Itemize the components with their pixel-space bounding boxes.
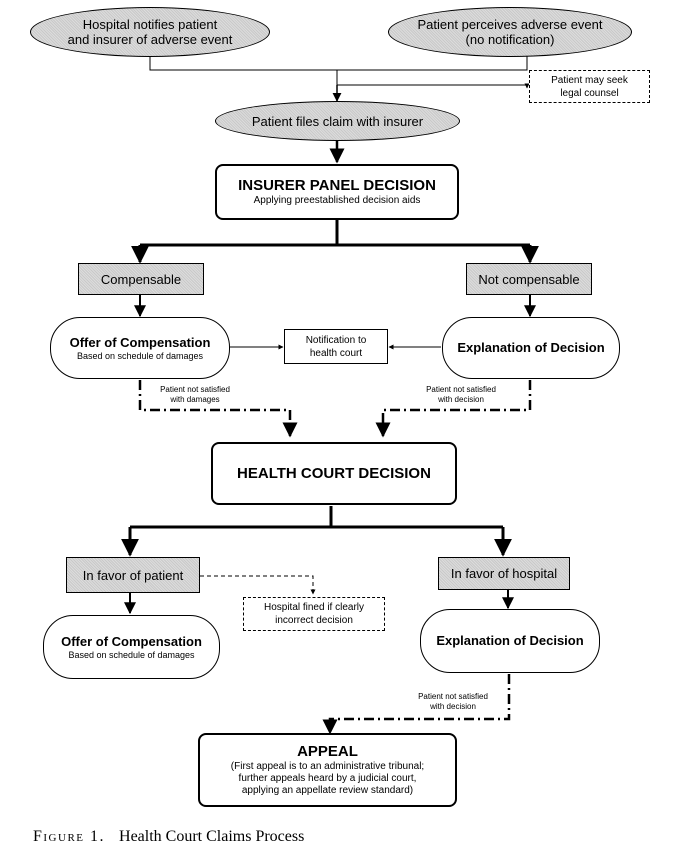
offer2-node: Offer of Compensation Based on schedule … [43, 615, 220, 679]
insurer-panel-title: INSURER PANEL DECISION [238, 177, 436, 194]
hospital-notifies-line1: Hospital notifies patient [82, 17, 218, 32]
not-compensable-node: Not compensable [466, 263, 592, 295]
legal-counsel-node: Patient may seek legal counsel [529, 70, 650, 103]
not-satisfied-decision2-line1: Patient not satisfied [418, 692, 488, 701]
figure-caption: Figure 1. Health Court Claims Process [33, 828, 304, 846]
compensable-node: Compensable [78, 263, 204, 295]
not-satisfied-damages-label: Patient not satisfied with damages [145, 385, 245, 405]
favor-patient-label: In favor of patient [82, 567, 184, 583]
legal-counsel-line2: legal counsel [560, 87, 619, 99]
files-claim-label: Patient files claim with insurer [251, 113, 424, 129]
merge-connector [149, 55, 528, 86]
hospital-notifies-node: Hospital notifies patient and insurer of… [30, 7, 270, 57]
court-branch [121, 506, 512, 557]
files-claim-node: Patient files claim with insurer [215, 101, 460, 141]
health-court-node: HEALTH COURT DECISION [211, 442, 457, 505]
appeal-line1: (First appeal is to an administrative tr… [230, 761, 425, 772]
not-satisfied-decision1-line1: Patient not satisfied [426, 385, 496, 394]
explanation2-node: Explanation of Decision [420, 609, 600, 673]
notification-node: Notification to health court [284, 329, 388, 364]
appeal-title: APPEAL [297, 743, 358, 760]
offer1-node: Offer of Compensation Based on schedule … [50, 317, 230, 379]
insurer-panel-node: INSURER PANEL DECISION Applying preestab… [215, 164, 459, 220]
favor-hospital-node: In favor of hospital [438, 557, 570, 590]
offer2-title: Offer of Compensation [61, 633, 202, 649]
appeal-line3: applying an appellate review standard) [241, 785, 414, 796]
figure-title: Health Court Claims Process [119, 828, 305, 845]
notification-line1: Notification to [305, 334, 367, 346]
patient-perceives-line1: Patient perceives adverse event [417, 17, 603, 32]
favor-hospital-label: In favor of hospital [450, 566, 558, 581]
fined-line2: incorrect decision [275, 615, 353, 626]
not-satisfied-decision2-line2: with decision [430, 702, 476, 711]
not-compensable-label: Not compensable [478, 271, 580, 287]
offer2-subtitle: Based on schedule of damages [68, 649, 195, 660]
not-satisfied-decision1-label: Patient not satisfied with decision [406, 385, 516, 405]
insurer-branch [131, 220, 539, 264]
insurer-panel-subtitle: Applying preestablished decision aids [253, 195, 421, 206]
appeal-line2: further appeals heard by a judicial cour… [238, 773, 417, 784]
not-satisfied-decision1-line2: with decision [438, 395, 484, 404]
hospital-notifies-line2: and insurer of adverse event [67, 32, 233, 47]
explanation1-node: Explanation of Decision [442, 317, 620, 379]
patient-perceives-line2: (no notification) [465, 32, 555, 47]
notification-line2: health court [309, 347, 363, 359]
not-satisfied-damages-line2: with damages [170, 395, 220, 404]
fined-line1: Hospital fined if clearly [263, 602, 365, 613]
explanation2-title: Explanation of Decision [436, 633, 584, 648]
fined-node: Hospital fined if clearly incorrect deci… [243, 597, 385, 631]
explanation1-title: Explanation of Decision [457, 340, 605, 355]
legal-counsel-arrow [337, 83, 530, 89]
compensable-label: Compensable [100, 271, 182, 287]
patient-perceives-node: Patient perceives adverse event (no noti… [388, 7, 632, 57]
appeal-path [322, 674, 511, 735]
not-satisfied-decision2-label: Patient not satisfied with decision [398, 692, 508, 712]
fine-arrow [200, 575, 316, 595]
favor-patient-node: In favor of patient [66, 557, 200, 593]
figure-number: Figure 1. [33, 828, 106, 845]
not-satisfied-paths [138, 380, 532, 438]
offer1-subtitle: Based on schedule of damages [76, 350, 204, 361]
appeal-node: APPEAL (First appeal is to an administra… [198, 733, 457, 807]
offer1-title: Offer of Compensation [69, 334, 211, 350]
not-satisfied-damages-line1: Patient not satisfied [160, 385, 230, 394]
health-court-title: HEALTH COURT DECISION [237, 464, 431, 482]
legal-counsel-line1: Patient may seek [551, 74, 628, 86]
